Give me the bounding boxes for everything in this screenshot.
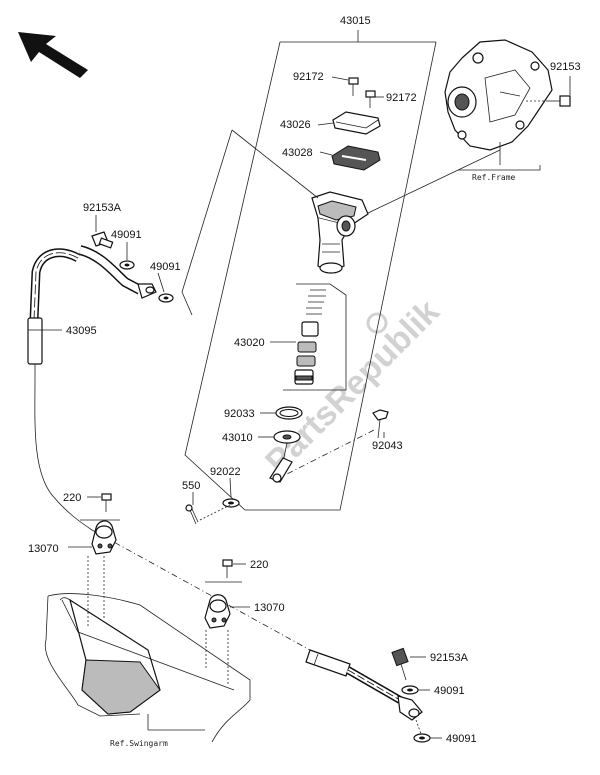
leader [229,477,232,498]
banjo-bolt-top [91,231,114,249]
front-direction-arrow-icon [18,32,88,78]
label-43026: 43026 [280,119,311,131]
watermark-gear-icon [366,312,388,334]
washer-49091-b [158,293,174,303]
hose-route-hidden [91,529,311,651]
diaphragm [331,145,381,171]
cotter-pin [185,504,199,525]
label-43028: 43028 [282,147,313,159]
ref-swingarm-label: Ref.Swingarm [110,739,168,748]
leader [231,129,319,199]
bolt-220-b [222,559,233,578]
kit-bracket [283,283,347,391]
label-92153: 92153 [550,61,581,73]
hose-clamp-b [204,594,231,629]
master-cylinder [311,191,369,274]
leader [331,76,349,81]
leader [319,151,333,156]
label-92022: 92022 [210,466,241,478]
frame-bracket [444,39,553,151]
label-92172-a: 92172 [293,71,324,83]
screw-92172-b [365,90,376,108]
label-43015: 43015 [340,15,371,27]
clutch-hose-lower [305,649,423,721]
watermark: PartsRepublik [258,293,447,482]
label-49091-d: 49091 [446,733,477,745]
circlip [275,406,303,420]
label-550: 550 [182,480,200,492]
label-13070-a: 13070 [28,543,59,555]
label-49091-c: 49091 [434,685,465,697]
label-92033: 92033 [224,408,255,420]
label-49091-a: 49091 [111,229,142,241]
label-220-a: 220 [63,492,81,504]
axis-line [199,504,231,521]
label-92172-b: 92172 [386,92,417,104]
label-13070-b: 13070 [254,602,285,614]
washer-49091-a [119,260,135,270]
label-220-b: 220 [250,559,268,571]
label-43020: 43020 [234,337,265,349]
assembly-outline [184,41,437,511]
label-92153A-top: 92153A [83,202,122,214]
leader [458,165,541,171]
piston-kit [294,289,326,385]
leader [317,122,334,126]
hose-clamp-a [91,520,117,555]
clutch-hose [27,245,157,378]
ref-frame-label: Ref.Frame [472,173,516,182]
leader [157,272,165,293]
washer-49091-c [401,685,419,695]
label-43095: 43095 [66,325,97,337]
axis-line [282,429,375,477]
banjo-bolt-bottom [391,647,409,681]
washer-49091-d [413,733,431,743]
clevis-pin [372,409,389,439]
label-43010: 43010 [222,432,253,444]
axis-line [415,719,422,735]
reservoir-cap [332,111,381,135]
bolt-220-a [101,493,112,512]
leader [181,129,233,316]
bolt-92153 [548,95,571,107]
leader [367,149,501,214]
label-49091-b: 49091 [150,261,181,273]
label-92043: 92043 [372,440,403,452]
push-rod [269,430,301,483]
swingarm [44,593,251,743]
washer [222,498,240,508]
label-92153A-bottom: 92153A [430,652,469,664]
hose-route [34,377,93,531]
screw-92172-a [348,77,359,96]
